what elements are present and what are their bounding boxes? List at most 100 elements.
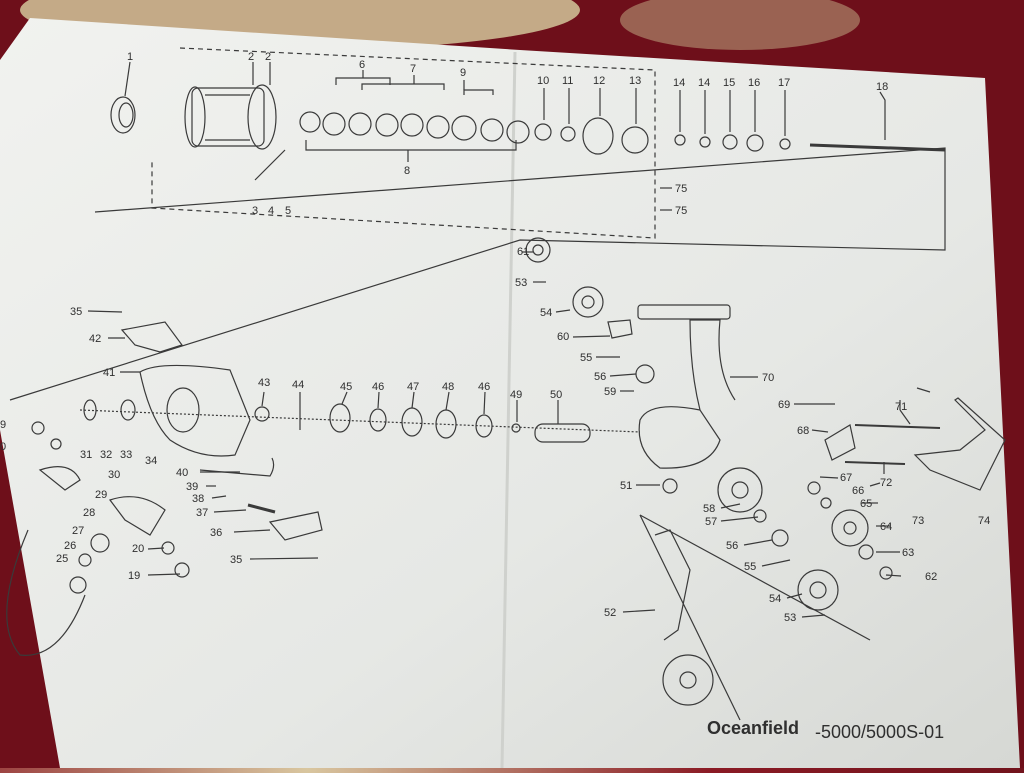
label-3: 3 bbox=[252, 205, 258, 217]
label-73: 73 bbox=[912, 515, 924, 527]
label-9-left: 9 bbox=[0, 419, 6, 431]
label-48: 48 bbox=[442, 381, 454, 393]
rug-pattern bbox=[620, 0, 860, 50]
label-75b: 75 bbox=[675, 205, 687, 217]
label-18: 18 bbox=[876, 81, 888, 93]
label-15: 15 bbox=[723, 77, 735, 89]
part-3-pin bbox=[254, 149, 286, 181]
label-10: 10 bbox=[537, 75, 549, 87]
label-0-left: 0 bbox=[0, 441, 6, 453]
label-9: 9 bbox=[460, 67, 466, 79]
model-footer: Oceanfield -5000/5000S-01 bbox=[707, 718, 944, 742]
label-46a: 46 bbox=[372, 381, 384, 393]
part-50-pinion bbox=[534, 423, 591, 443]
label-60: 60 bbox=[557, 331, 569, 343]
label-55b: 55 bbox=[744, 561, 756, 573]
label-34: 34 bbox=[145, 455, 157, 467]
label-2b: 2 bbox=[265, 51, 271, 63]
label-72: 72 bbox=[880, 477, 892, 489]
label-8: 8 bbox=[404, 165, 410, 177]
bail-parts-left bbox=[6, 421, 323, 656]
part-72-pin bbox=[844, 461, 906, 465]
part-68-bracket bbox=[824, 424, 856, 461]
part-41-body bbox=[139, 364, 251, 457]
label-4: 4 bbox=[268, 205, 274, 217]
label-29: 29 bbox=[95, 489, 107, 501]
label-51: 51 bbox=[620, 480, 632, 492]
label-54a: 54 bbox=[540, 307, 552, 319]
label-43: 43 bbox=[258, 377, 270, 389]
label-62: 62 bbox=[925, 571, 937, 583]
main-axis bbox=[79, 409, 641, 433]
label-42: 42 bbox=[89, 333, 101, 345]
label-39: 39 bbox=[186, 481, 198, 493]
label-56b: 56 bbox=[726, 540, 738, 552]
part-18-shaft bbox=[809, 143, 946, 152]
label-45: 45 bbox=[340, 381, 352, 393]
label-25: 25 bbox=[56, 553, 68, 565]
label-37: 37 bbox=[196, 507, 208, 519]
model-name: Oceanfield bbox=[707, 718, 799, 738]
part-71-pin bbox=[854, 424, 941, 429]
label-57: 57 bbox=[705, 516, 717, 528]
label-58: 58 bbox=[703, 503, 715, 515]
label-33: 33 bbox=[120, 449, 132, 461]
part-2-spool bbox=[184, 84, 277, 150]
label-59: 59 bbox=[604, 386, 616, 398]
label-32: 32 bbox=[100, 449, 112, 461]
label-7: 7 bbox=[410, 63, 416, 75]
part-37-spring bbox=[247, 503, 276, 514]
paper-fold bbox=[500, 51, 517, 769]
label-11: 11 bbox=[562, 75, 573, 87]
label-64: 64 bbox=[880, 521, 892, 533]
label-26: 26 bbox=[64, 540, 76, 552]
label-65: 65 bbox=[860, 498, 872, 510]
label-70: 70 bbox=[762, 372, 774, 384]
label-6: 6 bbox=[359, 59, 365, 71]
label-5: 5 bbox=[285, 205, 291, 217]
label-19: 19 bbox=[128, 570, 140, 582]
label-14b: 14 bbox=[698, 77, 710, 89]
label-52: 52 bbox=[604, 607, 616, 619]
label-38: 38 bbox=[192, 493, 204, 505]
label-27: 27 bbox=[72, 525, 84, 537]
handle-parts bbox=[662, 467, 893, 611]
label-30: 30 bbox=[108, 469, 120, 481]
part-1-spool-cap bbox=[110, 96, 136, 134]
label-35b: 35 bbox=[230, 554, 242, 566]
label-47: 47 bbox=[407, 381, 419, 393]
label-13: 13 bbox=[629, 75, 641, 87]
label-53b: 53 bbox=[784, 612, 796, 624]
label-49: 49 bbox=[510, 389, 522, 401]
label-67: 67 bbox=[840, 472, 852, 484]
label-69: 69 bbox=[778, 399, 790, 411]
label-12: 12 bbox=[593, 75, 605, 87]
label-74: 74 bbox=[978, 515, 990, 527]
label-1: 1 bbox=[127, 51, 133, 63]
label-68: 68 bbox=[797, 425, 809, 437]
label-63: 63 bbox=[902, 547, 914, 559]
label-75a: 75 bbox=[675, 183, 687, 195]
label-14a: 14 bbox=[673, 77, 685, 89]
label-28: 28 bbox=[83, 507, 95, 519]
label-36: 36 bbox=[210, 527, 222, 539]
model-suffix: -5000/5000S-01 bbox=[815, 722, 944, 742]
rotor-parts bbox=[525, 237, 655, 384]
label-41: 41 bbox=[103, 367, 115, 379]
label-54b: 54 bbox=[769, 593, 781, 605]
label-50: 50 bbox=[550, 389, 562, 401]
label-16: 16 bbox=[748, 77, 760, 89]
label-56a: 56 bbox=[594, 371, 606, 383]
label-66: 66 bbox=[852, 485, 864, 497]
label-53a: 53 bbox=[515, 277, 527, 289]
side-plate-74 bbox=[913, 397, 1006, 491]
part-52-handle-arm bbox=[639, 514, 871, 721]
label-35a: 35 bbox=[70, 306, 82, 318]
label-17: 17 bbox=[778, 77, 790, 89]
label-71: 71 bbox=[895, 401, 907, 413]
part-40-bail-wire bbox=[199, 457, 275, 477]
middle-bearings bbox=[83, 399, 521, 439]
label-61: 61 bbox=[517, 246, 529, 258]
